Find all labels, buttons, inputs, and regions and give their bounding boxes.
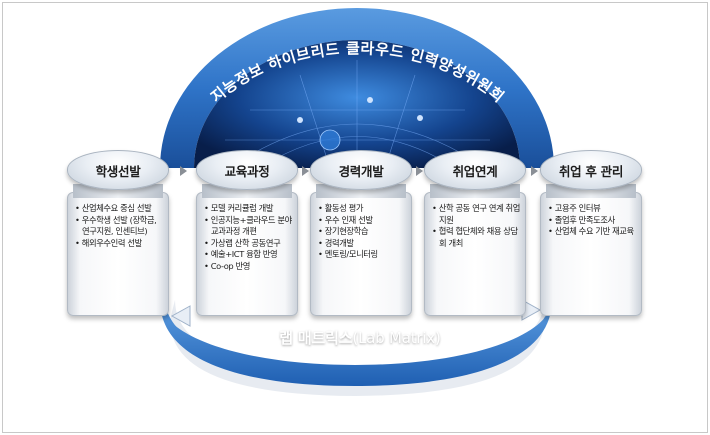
stage-cap: 경력개발 <box>310 150 412 190</box>
loop-arrow-left-icon <box>170 305 191 327</box>
stage-title: 경력개발 <box>338 163 384 179</box>
stage-item: 모델 커리큘럼 개발 <box>204 203 293 215</box>
stage-item: 졸업후 만족도조사 <box>548 215 637 227</box>
stage-item: 산학 공동 연구 연계 취업 지원 <box>432 203 521 226</box>
stage-item: 산업체 수요 기반 재교육 <box>548 226 637 238</box>
flow-arrow-icon <box>530 166 538 176</box>
stage-body: 고용주 인터뷰졸업후 만족도조사산업체 수요 기반 재교육 <box>540 192 642 316</box>
stage-body: 산학 공동 연구 연계 취업 지원협력 협단체와 채용 상담회 개최 <box>424 192 526 316</box>
flow-arrow-icon <box>180 166 187 176</box>
flow-arrow-icon <box>415 166 423 176</box>
stage-item: 예술+ICT 융합 반영 <box>204 249 293 261</box>
stage-item: 산업체수요 중심 선발 <box>75 203 164 215</box>
flow-arrow-icon <box>301 166 309 176</box>
stage-item-list: 모델 커리큘럼 개발인공지능+클라우드 분야 교과과정 개편가상랩 산학 공동연… <box>204 203 293 273</box>
stage-item: 경력개발 <box>318 238 407 250</box>
stage-item: 우수학생 선발 (장학금, 연구지원, 인센티브) <box>75 215 164 238</box>
lab-matrix-label: 랩 매트릭스(Lab Matrix) <box>240 327 480 348</box>
stage-item-list: 고용주 인터뷰졸업후 만족도조사산업체 수요 기반 재교육 <box>548 203 637 238</box>
stage-cap: 교육과정 <box>196 150 298 190</box>
stage-body: 산업체수요 중심 선발우수학생 선발 (장학금, 연구지원, 인센티브)해외우수… <box>67 192 169 316</box>
stage-cap: 취업연계 <box>424 150 526 190</box>
stage-item: 고용주 인터뷰 <box>548 203 637 215</box>
stage-cap: 취업 후 관리 <box>540 150 642 190</box>
stage-item: 인공지능+클라우드 분야 교과과정 개편 <box>204 215 293 238</box>
stage-item: 활동성 평가 <box>318 203 407 215</box>
lab-matrix-paren: (Lab Matrix) <box>352 329 441 347</box>
stage-body: 활동성 평가우수 인재 선발장기현장학습경력개발멘토링/모니터링 <box>310 192 412 316</box>
stage-title: 취업 후 관리 <box>558 163 624 179</box>
stage-title: 학생선발 <box>95 163 141 179</box>
stage-item: Co-op 반영 <box>204 261 293 273</box>
stage-item-list: 산학 공동 연구 연계 취업 지원협력 협단체와 채용 상담회 개최 <box>432 203 521 249</box>
stage-item: 가상랩 산학 공동연구 <box>204 238 293 250</box>
stage-title: 취업연계 <box>452 163 498 179</box>
stage-item: 협력 협단체와 채용 상담회 개최 <box>432 226 521 249</box>
lab-matrix-loop <box>160 292 552 396</box>
stage-body: 모델 커리큘럼 개발인공지능+클라우드 분야 교과과정 개편가상랩 산학 공동연… <box>196 192 298 316</box>
lab-matrix-text: 랩 매트릭스 <box>279 329 353 347</box>
stage-item-list: 산업체수요 중심 선발우수학생 선발 (장학금, 연구지원, 인센티브)해외우수… <box>75 203 164 249</box>
stage-title: 교육과정 <box>224 163 270 179</box>
stage-item-list: 활동성 평가우수 인재 선발장기현장학습경력개발멘토링/모니터링 <box>318 203 407 261</box>
stage-item: 우수 인재 선발 <box>318 215 407 227</box>
stage-cap: 학생선발 <box>67 150 169 190</box>
stage-item: 장기현장학습 <box>318 226 407 238</box>
stage-item: 멘토링/모니터링 <box>318 249 407 261</box>
title-arc <box>160 8 554 169</box>
stage-item: 해외우수인력 선발 <box>75 238 164 250</box>
